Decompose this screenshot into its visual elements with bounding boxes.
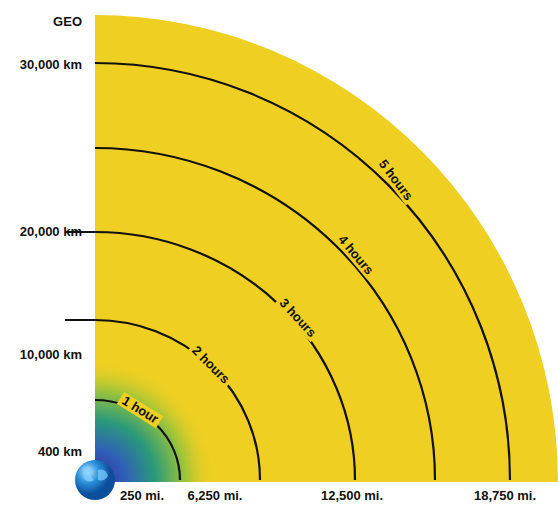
altitude-label: 30,000 km: [20, 58, 82, 72]
yellow-fan: [95, 15, 558, 482]
five-hour-arc: [95, 63, 510, 480]
distance-label: 250 mi.: [120, 489, 164, 503]
altitude-label: 20,000 km: [20, 225, 82, 239]
distance-label: 12,500 mi.: [321, 489, 383, 503]
four-hour-arc: [95, 148, 435, 480]
distance-label: 18,750 mi.: [474, 489, 536, 503]
three-hour-arc: [65, 232, 355, 480]
altitude-label: 10,000 km: [20, 348, 82, 362]
globe-continents: [82, 466, 108, 481]
distance-label: 6,250 mi.: [188, 489, 243, 503]
near-earth-gradient: [95, 362, 215, 482]
two-hour-arc: [65, 320, 260, 480]
earth-globe: [75, 460, 115, 500]
altitude-label: GEO: [53, 15, 82, 29]
altitude-label: 400 km: [38, 445, 82, 459]
